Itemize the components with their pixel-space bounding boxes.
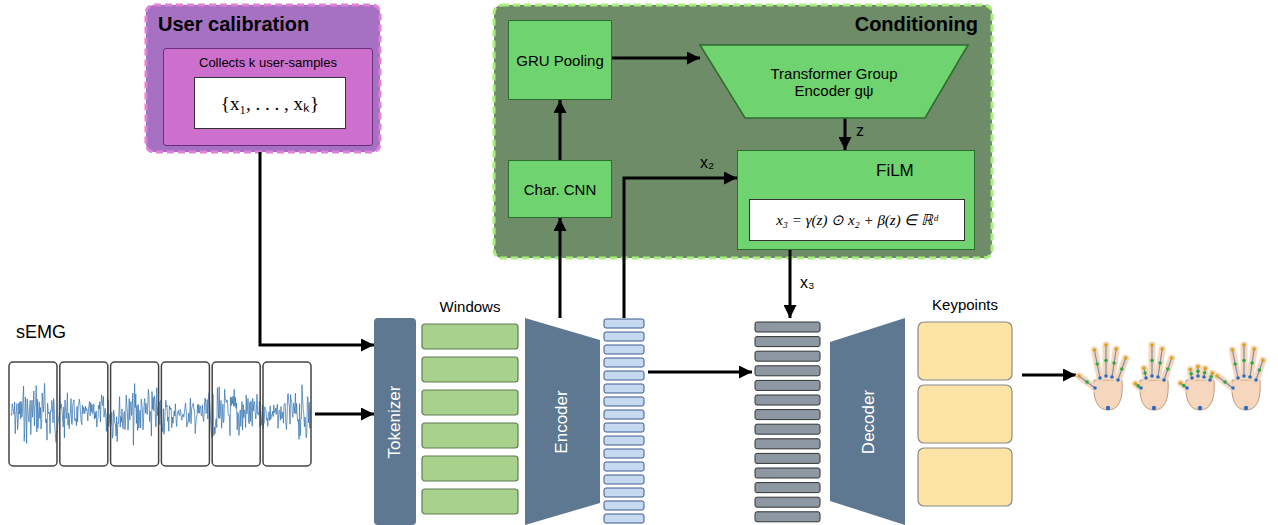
node-text: x₃ = γ(z) ⊙ x₂ + β(z) ∈ ℝᵈ <box>750 211 964 229</box>
process-box: GRU Pooling <box>508 20 612 100</box>
node-text: Char. CNN <box>509 181 611 198</box>
decoder-trapezoid-shape <box>752 318 908 525</box>
tokenizer-bar: Tokenizer <box>374 318 416 525</box>
signal-panel-shape <box>8 320 315 470</box>
hand-poses <box>1077 343 1265 410</box>
edge-label: x₃ <box>800 274 815 292</box>
node-text: Collects k user-samples <box>164 55 372 70</box>
group-background <box>494 5 992 258</box>
node-text: sEMG <box>16 322 66 343</box>
node-text: Transformer Group Encoder gψ <box>740 65 928 99</box>
connector-arrow <box>844 118 847 150</box>
connector-arrow <box>559 218 562 318</box>
connector-arrow <box>260 152 374 345</box>
connector-arrow <box>789 250 792 318</box>
connector-arrow <box>559 100 562 160</box>
connector-arrow <box>315 413 374 416</box>
node-text: FiLM <box>876 161 914 181</box>
edge-label: x₂ <box>700 154 714 172</box>
node-text: Tokenizer <box>385 385 405 458</box>
process-box: Char. CNN <box>508 160 612 218</box>
film-box: FiLM x₃ = γ(z) ⊙ x₂ + β(z) ∈ ℝᵈ <box>737 150 975 250</box>
decoder-trapezoid: Decoder <box>752 318 908 525</box>
conditioning-group: ConditioningGRU PoolingTransformer Group… <box>494 5 992 258</box>
group-background <box>146 5 380 152</box>
output-arrow <box>1022 374 1076 377</box>
formula-box: x₃ = γ(z) ⊙ x₂ + β(z) ∈ ℝᵈ <box>749 199 965 241</box>
encoder-trapezoid-shape <box>525 318 648 525</box>
connector-arrow <box>612 57 700 60</box>
node-text: User calibration <box>158 13 309 36</box>
node-text: Keypoints <box>915 296 1015 313</box>
connector-arrow <box>624 178 737 318</box>
sample-set-box: {x₁, . . . , xₖ} <box>194 77 346 129</box>
node-text: Encoder <box>552 390 572 453</box>
calibration-box: Collects k user-samples {x₁, . . . , xₖ} <box>163 48 373 146</box>
keypoint-stack-shape <box>915 296 1015 511</box>
signal-panel: sEMG <box>8 320 315 470</box>
encoder-trapezoid: Encoder <box>525 318 648 525</box>
node-text: Windows <box>420 298 520 315</box>
node-text: {x₁, . . . , xₖ} <box>195 90 345 116</box>
connector-arrow <box>648 371 752 374</box>
node-text: Conditioning <box>855 13 978 36</box>
node-text: GRU Pooling <box>509 52 611 69</box>
trapezoid-encoder: Transformer Group Encoder gψ <box>700 45 968 118</box>
keypoint-stack: Keypoints <box>915 296 1015 511</box>
window-stack: Windows <box>420 298 520 525</box>
window-stack-shape <box>420 298 520 525</box>
node-text: Decoder <box>859 389 879 453</box>
calibration-group: User calibrationCollects k user-samples {… <box>146 5 380 152</box>
edge-label: z <box>856 122 864 140</box>
